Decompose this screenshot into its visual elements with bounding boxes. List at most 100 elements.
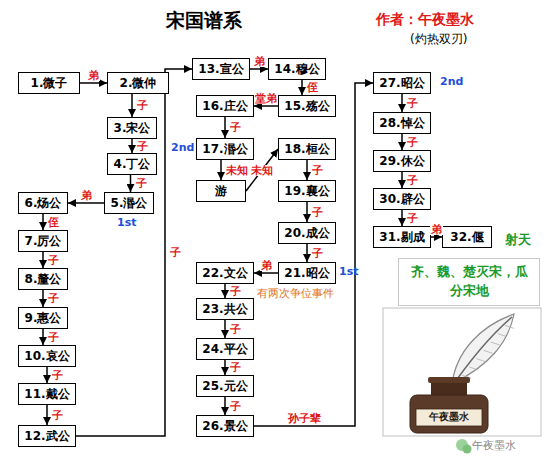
connector xyxy=(401,94,403,112)
person-box: 14.穆公 xyxy=(268,58,326,80)
person-name: 3.宋公 xyxy=(114,120,151,137)
person-name: 19.襄公 xyxy=(284,183,329,200)
person-name: 20.成公 xyxy=(284,225,329,242)
note-label: 1st xyxy=(339,266,358,278)
person-name: 32.偃 xyxy=(450,229,483,246)
connector xyxy=(42,252,44,268)
person-box: 12.武公 xyxy=(18,425,76,447)
relation-label: 弟 xyxy=(87,70,100,81)
relation-label: 未知 xyxy=(250,165,274,176)
relation-label: 子 xyxy=(51,370,64,381)
connector xyxy=(131,94,133,117)
person-box: 11.戴公 xyxy=(18,383,76,405)
relation-label: 子 xyxy=(136,141,149,152)
person-box: 23.共公 xyxy=(196,298,254,320)
relation-label: 弟 xyxy=(430,224,443,235)
connector xyxy=(80,82,107,84)
person-name: 13.宣公 xyxy=(198,61,243,78)
relation-label: 子 xyxy=(47,293,60,304)
person-box: 20.成公 xyxy=(278,222,336,244)
person-name: 30.辟公 xyxy=(379,191,424,208)
person-box: 9.惠公 xyxy=(18,307,68,329)
person-name: 22.文公 xyxy=(202,265,247,282)
relation-label: 子 xyxy=(311,248,324,259)
person-name: 23.共公 xyxy=(202,301,247,318)
person-box: 13.宣公 xyxy=(192,58,250,80)
bottle-label: 午夜墨水 xyxy=(421,411,477,422)
connector xyxy=(46,405,48,425)
relation-label: 子 xyxy=(406,98,419,109)
connector xyxy=(224,284,226,298)
person-name: 6.炀公 xyxy=(25,195,62,212)
person-name: 4.丁公 xyxy=(114,156,151,173)
person-box: 游 xyxy=(196,180,246,202)
relation-label: 子 xyxy=(135,178,148,189)
connector xyxy=(224,117,226,138)
connector xyxy=(306,244,308,262)
person-box: 6.炀公 xyxy=(18,192,68,214)
person-box: 26.景公 xyxy=(196,415,254,437)
connector xyxy=(254,105,278,107)
person-name: 29.休公 xyxy=(379,153,424,170)
note-label: (灼热双刃) xyxy=(410,33,467,46)
person-box: 8.釐公 xyxy=(18,268,68,290)
note-label: 2nd xyxy=(171,142,194,154)
relation-label: 子 xyxy=(311,207,324,218)
person-name: 1.微子 xyxy=(31,75,68,92)
person-box: 19.襄公 xyxy=(278,180,336,202)
person-box: 4.丁公 xyxy=(107,153,157,175)
connector xyxy=(46,367,48,383)
person-box: 21.昭公 xyxy=(278,262,336,284)
connector xyxy=(431,236,442,238)
note-label: 作者：午夜墨水 xyxy=(376,12,474,27)
connector xyxy=(224,320,226,338)
relation-label: 堂弟 xyxy=(254,93,278,104)
relation-label: 弟 xyxy=(80,190,93,201)
person-name: 16.庄公 xyxy=(202,98,247,115)
watermark: 午夜墨水 xyxy=(472,440,516,452)
relation-label: 子 xyxy=(406,175,419,186)
person-name: 7.厉公 xyxy=(25,233,62,250)
relation-label: 侄 xyxy=(47,217,60,228)
connector xyxy=(250,68,268,70)
relation-label: 子 xyxy=(229,122,242,133)
person-name: 游 xyxy=(215,183,227,200)
relation-label: 子 xyxy=(169,247,182,258)
relation-label: 弟 xyxy=(260,260,273,271)
relation-label: 子 xyxy=(51,410,64,421)
relation-label: 子 xyxy=(406,137,419,148)
person-box: 27.昭公 xyxy=(373,72,431,94)
person-name: 12.武公 xyxy=(24,428,69,445)
relation-label: 孙子辈 xyxy=(287,413,322,424)
person-name: 31.剔成 xyxy=(379,229,424,246)
connector xyxy=(131,139,133,153)
connector xyxy=(42,290,44,307)
relation-label: 子 xyxy=(406,213,419,224)
person-box: 16.庄公 xyxy=(196,95,254,117)
person-box: 22.文公 xyxy=(196,262,254,284)
person-box: 30.辟公 xyxy=(373,188,431,210)
relation-label: 未知 xyxy=(225,165,249,176)
person-name: 8.釐公 xyxy=(25,271,62,288)
connector xyxy=(76,69,192,436)
relation-label: 子 xyxy=(47,255,60,266)
connector xyxy=(254,83,373,426)
person-box: 15.殇公 xyxy=(278,95,336,117)
person-box: 1.微子 xyxy=(18,72,80,94)
person-box: 7.厉公 xyxy=(18,230,68,252)
person-name: 11.戴公 xyxy=(24,386,69,403)
relation-label: 子 xyxy=(229,324,242,335)
note-label: 1st xyxy=(117,217,136,229)
illustration-frame xyxy=(383,308,541,436)
person-box: 2.微仲 xyxy=(107,72,169,94)
connector xyxy=(301,80,303,95)
connector xyxy=(224,397,226,415)
person-box: 3.宋公 xyxy=(107,117,157,139)
person-name: 9.惠公 xyxy=(25,310,62,327)
connector xyxy=(401,172,403,188)
person-name: 24.平公 xyxy=(202,341,247,358)
person-name: 17.湣公 xyxy=(202,141,247,158)
person-name: 15.殇公 xyxy=(284,98,329,115)
connector xyxy=(306,202,308,222)
relation-label: 子 xyxy=(136,100,149,111)
